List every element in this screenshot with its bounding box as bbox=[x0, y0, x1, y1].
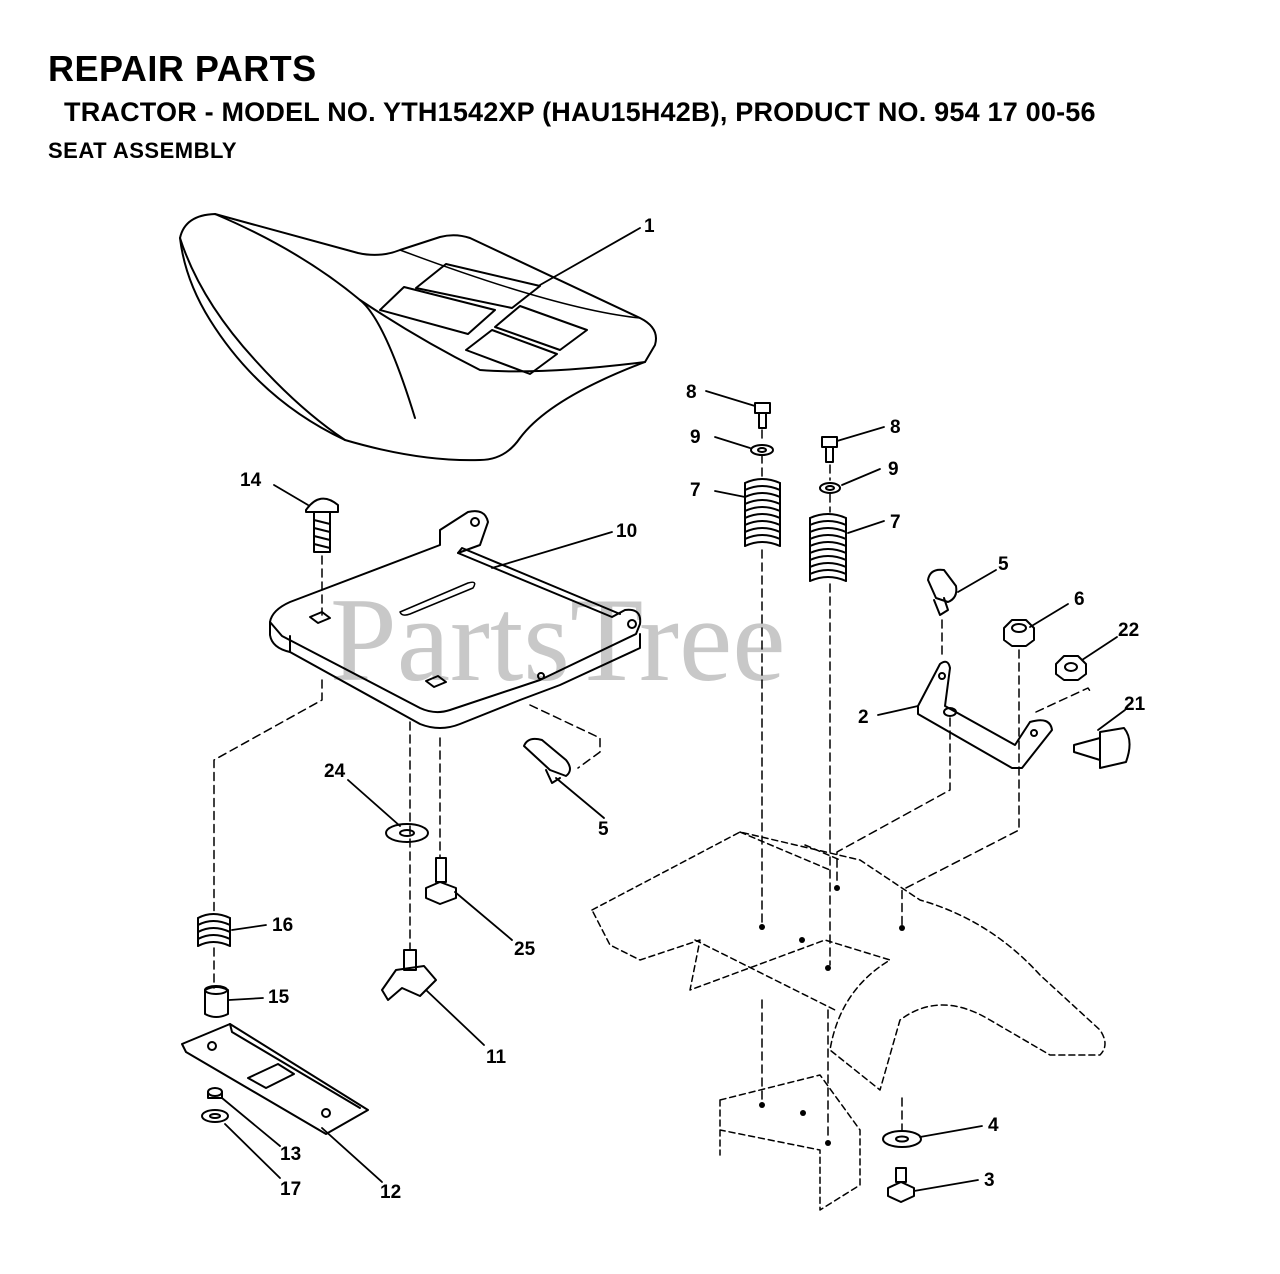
knob-part bbox=[381, 949, 437, 1001]
callout-21: 21 bbox=[1124, 694, 1146, 715]
callout-6: 6 bbox=[1074, 589, 1085, 610]
flat-washer-part bbox=[882, 1130, 922, 1148]
callout-16: 16 bbox=[272, 915, 293, 936]
callout-13: 13 bbox=[280, 1144, 301, 1165]
page-title: REPAIR PARTS bbox=[48, 48, 317, 89]
callout-15: 15 bbox=[268, 987, 290, 1008]
frame-outline bbox=[591, 831, 1106, 1211]
callout-9-left: 9 bbox=[690, 427, 701, 448]
section-title: SEAT ASSEMBLY bbox=[48, 138, 238, 163]
washer-part bbox=[385, 823, 429, 843]
frame-hole bbox=[899, 925, 905, 931]
frame-hole bbox=[825, 965, 831, 971]
frame-hole bbox=[759, 1102, 765, 1108]
frame-hole bbox=[800, 1110, 806, 1116]
nut-part bbox=[207, 1087, 223, 1099]
callout-9-right: 9 bbox=[888, 459, 899, 480]
callout-7-left: 7 bbox=[690, 480, 701, 501]
clip-part-left bbox=[523, 737, 571, 784]
frame-hole bbox=[759, 924, 765, 930]
leader-lines bbox=[221, 227, 1126, 1192]
assembly-lines bbox=[213, 429, 1093, 1141]
bolt-washer-spring-right bbox=[809, 436, 847, 582]
shoulder-bolt-part bbox=[1073, 727, 1131, 769]
hex-nut-part bbox=[1003, 619, 1035, 647]
bracket-part bbox=[917, 660, 1053, 769]
lock-nut-part bbox=[1055, 655, 1087, 681]
spring-part bbox=[197, 913, 231, 947]
callout-2: 2 bbox=[858, 707, 869, 728]
frame-hole bbox=[834, 885, 840, 891]
model-subtitle: TRACTOR - MODEL NO. YTH1542XP (HAU15H42B… bbox=[64, 97, 1096, 127]
callout-3: 3 bbox=[984, 1170, 995, 1191]
callout-17: 17 bbox=[280, 1179, 301, 1200]
slide-plate-part bbox=[181, 1023, 369, 1135]
seat-pan-part bbox=[269, 510, 642, 729]
callout-5-right: 5 bbox=[998, 554, 1009, 575]
frame-hole bbox=[799, 937, 805, 943]
callout-11: 11 bbox=[486, 1047, 507, 1068]
frame-hole bbox=[825, 1140, 831, 1146]
flange-nut-part bbox=[201, 1109, 229, 1123]
callout-12: 12 bbox=[380, 1182, 401, 1203]
bolt-part bbox=[887, 1167, 915, 1203]
callout-10: 10 bbox=[616, 521, 637, 542]
carriage-bolt-part bbox=[305, 497, 339, 553]
callout-8-right: 8 bbox=[890, 417, 901, 438]
hex-bolt-part bbox=[425, 857, 457, 905]
callout-24: 24 bbox=[324, 761, 346, 782]
callout-8-left: 8 bbox=[686, 382, 697, 403]
callout-25: 25 bbox=[514, 939, 536, 960]
callout-labels: 1 8 9 7 8 9 7 5 6 22 2 21 14 10 5 24 25 … bbox=[240, 216, 1146, 1203]
clip-part-right bbox=[927, 568, 958, 616]
callout-14: 14 bbox=[240, 470, 262, 491]
callout-5-left: 5 bbox=[598, 819, 609, 840]
callout-1: 1 bbox=[644, 216, 655, 237]
callout-22: 22 bbox=[1118, 620, 1139, 641]
seat-part bbox=[179, 213, 657, 462]
callout-4: 4 bbox=[988, 1115, 999, 1136]
spacer-part bbox=[204, 985, 229, 1018]
callout-7-right: 7 bbox=[890, 512, 901, 533]
